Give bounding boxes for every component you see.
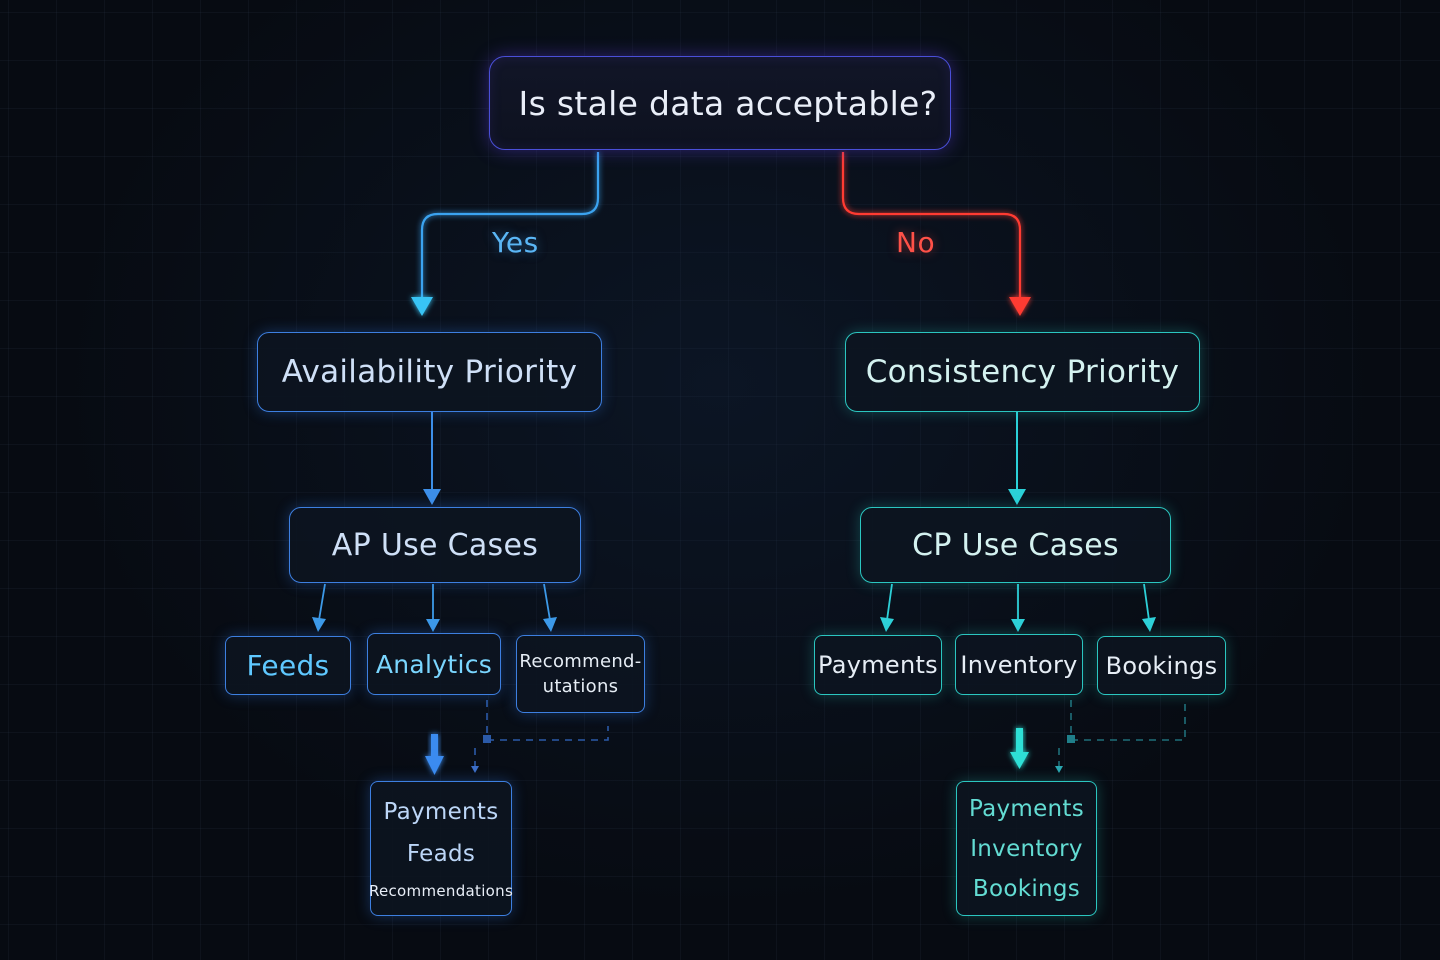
cp-dashed-arrowhead [1055, 766, 1063, 773]
consistency-priority-label: Consistency Priority [865, 354, 1180, 390]
cp-dashed-connector [1058, 700, 1186, 768]
ap-use-cases-label: AP Use Cases [331, 527, 539, 563]
ap-dashed-joint [483, 735, 491, 743]
consistency-priority-node: Consistency Priority [845, 332, 1200, 412]
ap-analytics-arrowhead [426, 619, 440, 632]
cp-bookings-connector [1143, 583, 1150, 621]
cp-summary-node: Payments Inventory Bookings [956, 781, 1097, 916]
yes-label: Yes [492, 226, 539, 259]
cp-summary-line-1: Payments [968, 795, 1085, 822]
ap-bold-arrow-head [425, 756, 444, 775]
question-text: Is stale data acceptable? [518, 83, 938, 123]
cp-inventory-arrowhead [1011, 619, 1025, 632]
cp-bold-arrow-head [1010, 752, 1029, 769]
ap-summary-line-3: Recommendations [368, 881, 514, 900]
bookings-node: Bookings [1097, 636, 1226, 695]
feeds-label: Feeds [246, 649, 330, 682]
recommend-line-2: utations [542, 676, 619, 697]
yes-connector [420, 152, 600, 298]
no-arrowhead [1009, 297, 1031, 316]
ap-use-cases-node: AP Use Cases [289, 507, 581, 583]
cp-payments-connector [886, 583, 893, 621]
availability-priority-node: Availability Priority [257, 332, 602, 412]
ap-feeds-connector [318, 583, 326, 621]
ap-priority-arrowhead [423, 489, 441, 505]
cp-payments-arrowhead [880, 617, 894, 632]
recommend-line-1: Recommend- [519, 651, 642, 672]
cp-dashed-joint [1067, 735, 1075, 743]
ap-recommend-connector [543, 583, 551, 621]
cp-bold-arrow-shaft [1016, 728, 1023, 754]
cp-summary-line-2: Inventory [970, 835, 1083, 862]
analytics-node: Analytics [367, 633, 501, 695]
ap-summary-line-2: Feads [406, 840, 476, 867]
recommendations-node: Recommend- utations [516, 635, 645, 713]
no-connector [841, 152, 1022, 298]
cp-use-cases-node: CP Use Cases [860, 507, 1171, 583]
inventory-label: Inventory [960, 650, 1078, 679]
cp-summary-line-3: Bookings [972, 875, 1081, 902]
ap-summary-node: Payments Feads Recommendations [368, 781, 514, 916]
yes-arrowhead [411, 297, 433, 316]
no-label: No [896, 226, 936, 259]
cp-bookings-arrowhead [1142, 617, 1156, 632]
payments-label: Payments [818, 651, 938, 679]
bookings-label: Bookings [1105, 651, 1218, 680]
availability-priority-label: Availability Priority [281, 354, 578, 390]
analytics-label: Analytics [375, 649, 493, 679]
payments-node: Payments [814, 635, 942, 695]
ap-recommend-arrowhead [543, 617, 557, 632]
feeds-node: Feeds [225, 636, 351, 695]
ap-feeds-arrowhead [312, 617, 326, 632]
question-node: Is stale data acceptable? [489, 56, 951, 150]
ap-bold-arrow-shaft [431, 734, 438, 758]
cp-priority-arrowhead [1008, 489, 1026, 505]
ap-dashed-arrowhead [471, 766, 479, 773]
ap-summary-line-1: Payments [383, 798, 499, 825]
cp-use-cases-label: CP Use Cases [912, 527, 1119, 563]
inventory-node: Inventory [955, 634, 1083, 695]
